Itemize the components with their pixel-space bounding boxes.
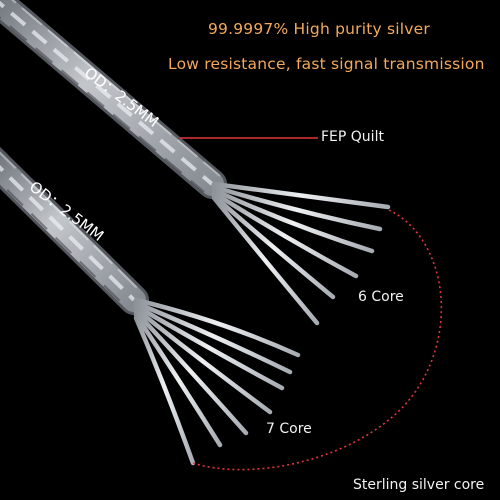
top-wires bbox=[211, 181, 391, 326]
headline-resistance: Low resistance, fast signal transmission bbox=[168, 55, 485, 73]
bottom-wires bbox=[133, 297, 301, 466]
sterling-silver-core-label: Sterling silver core bbox=[353, 477, 485, 493]
fep-quilt-label: FEP Quilt bbox=[321, 129, 384, 145]
top-cable bbox=[0, 0, 227, 199]
bottom-cable bbox=[0, 146, 149, 315]
headline-purity: 99.9997% High purity silver bbox=[208, 20, 430, 38]
six-core-label: 6 Core bbox=[358, 289, 404, 305]
core-arc bbox=[192, 209, 443, 471]
seven-core-label: 7 Core bbox=[266, 421, 312, 437]
